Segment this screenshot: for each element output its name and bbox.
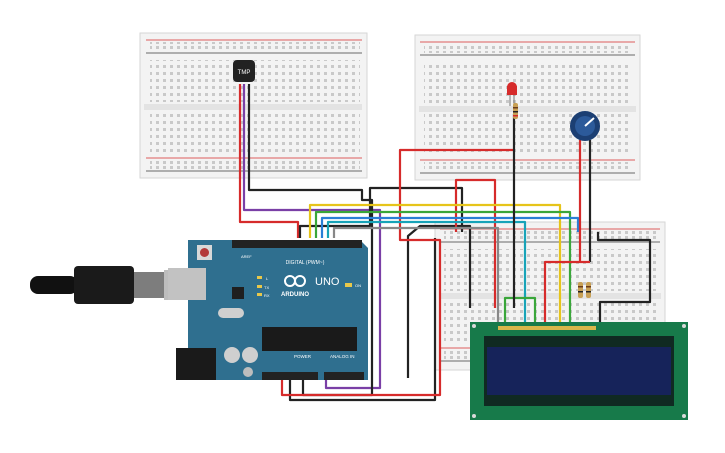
wires — [238, 84, 652, 402]
l-label: L — [266, 276, 269, 281]
resistor-lcd-1 — [578, 282, 583, 298]
analog-header-label: ANALOG IN — [330, 354, 355, 359]
rx-label: RX — [264, 293, 270, 298]
arduino-logo: ARDUINO UNO — [281, 275, 340, 298]
wire-gnd-lower — [406, 224, 472, 378]
microcontroller-chip — [262, 327, 357, 351]
digital-header-label: DIGITAL (PWM~) — [286, 260, 325, 266]
lcd-pins — [498, 326, 596, 330]
led[interactable] — [507, 82, 517, 106]
potentiometer[interactable] — [570, 111, 600, 141]
wire-5v-red — [280, 148, 515, 397]
resistor-lcd-2 — [586, 282, 591, 298]
aref-label: AREF — [241, 254, 252, 259]
on-label: ON — [355, 283, 361, 288]
wire-lcd-red — [543, 260, 590, 330]
wire-right-gnd — [596, 232, 652, 330]
temperature-sensor[interactable]: TMP — [233, 60, 255, 82]
wire-gnd-bus — [298, 186, 464, 238]
wire-yellow — [308, 203, 562, 330]
wire-gnd-arduino — [288, 238, 437, 402]
wire-gray — [332, 226, 500, 330]
arduino-uno[interactable]: DIGITAL (PWM~) AREF ARDUINO UNO L TX RX … — [168, 240, 368, 380]
wire-cyan — [326, 220, 527, 330]
wire-tmp-signal — [242, 84, 382, 390]
breadboard-top-right — [414, 34, 641, 181]
wire-tmp-5v — [238, 84, 300, 238]
model-label: UNO — [315, 276, 340, 288]
resistor-led — [513, 103, 518, 119]
breadboard-top-left — [139, 32, 368, 179]
sensor-label: TMP — [238, 70, 251, 76]
power-header-label: POWER — [294, 354, 312, 359]
wire-blue — [320, 216, 580, 238]
lcd-display[interactable] — [470, 322, 688, 420]
brand-label: ARDUINO — [281, 292, 309, 298]
wire-green — [314, 210, 572, 330]
power-jack — [176, 348, 216, 380]
wire-green-2 — [503, 296, 537, 330]
tx-label: TX — [264, 285, 269, 290]
reset-button[interactable] — [200, 248, 209, 257]
usb-port — [168, 268, 206, 300]
